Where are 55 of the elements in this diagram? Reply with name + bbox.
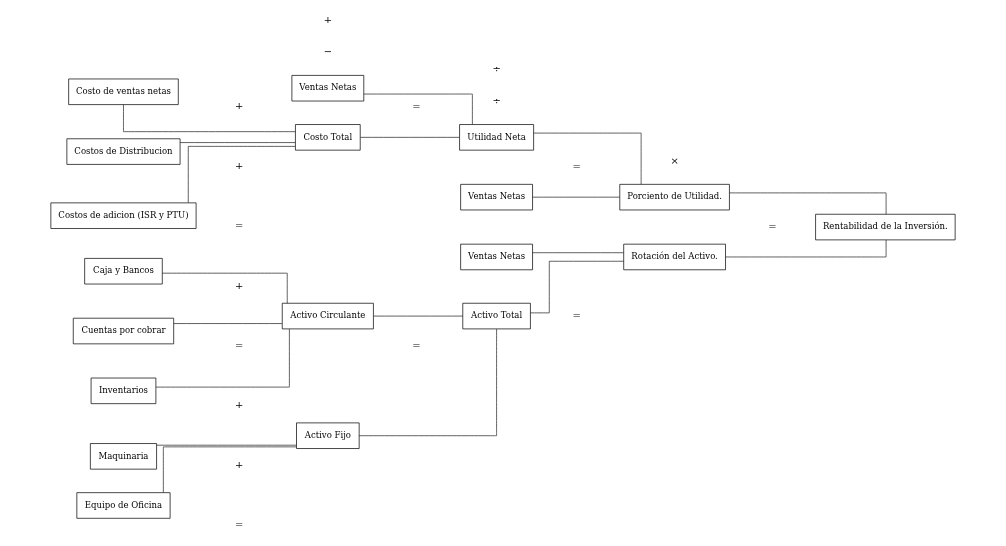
node-box: Cuentas por cobrar — [72, 317, 175, 345]
label: + — [235, 279, 244, 291]
connector — [179, 142, 296, 143]
node-box: Activo Circulante — [281, 302, 374, 330]
node-box: Ventas Netas — [291, 75, 365, 102]
label: ÷ — [492, 63, 501, 75]
label: = — [235, 519, 244, 531]
connector — [533, 132, 642, 185]
label: + — [323, 14, 333, 26]
connector — [358, 328, 497, 437]
label: = — [235, 339, 244, 351]
connector — [187, 146, 296, 203]
connector — [729, 192, 887, 215]
connector — [373, 315, 464, 317]
connector — [173, 323, 283, 324]
label: + — [235, 100, 244, 112]
node-box: Rotación del Activo. — [623, 243, 726, 271]
connector — [156, 444, 297, 446]
node-box: Costo Total — [295, 124, 361, 151]
node-box: Costos de Distribucion — [66, 138, 181, 165]
label: = — [572, 309, 581, 321]
label: − — [323, 46, 333, 58]
connector — [161, 272, 288, 304]
connector — [155, 328, 290, 388]
node-box: Costo de ventas netas — [68, 78, 179, 105]
node-box: Activo Total — [462, 302, 531, 330]
label: + — [235, 399, 244, 411]
node-box: Rentabilidad de la Inversión. — [815, 213, 956, 241]
label: = — [572, 160, 581, 172]
node-box: Inventarios — [90, 377, 157, 404]
label: = — [412, 339, 421, 351]
connector — [123, 104, 296, 132]
connector — [163, 446, 297, 493]
node-box: Costos de adicion (ISR y PTU) — [50, 202, 197, 229]
node-box: Activo Fijo — [296, 422, 360, 449]
connector — [363, 93, 473, 125]
node-box: Caja y Bancos — [84, 258, 163, 285]
connector — [360, 137, 460, 138]
connector — [532, 252, 624, 254]
connector — [530, 260, 624, 314]
node-box: Ventas Netas — [460, 243, 533, 271]
connector — [725, 239, 887, 258]
label: = — [768, 220, 777, 232]
node-box: Porciento de Utilidad. — [619, 184, 730, 211]
label: × — [670, 155, 679, 167]
label: = — [235, 220, 244, 231]
node-box: Ventas Netas — [460, 184, 533, 211]
label: + — [235, 459, 244, 471]
label: ÷ — [492, 95, 501, 107]
node-box: Equipo de Oficina — [76, 492, 171, 519]
label: = — [412, 101, 421, 113]
connector — [532, 196, 621, 198]
node-box: Maquinaria — [90, 443, 157, 470]
label: + — [235, 160, 244, 172]
node-box: Utilidad Neta — [459, 124, 534, 151]
